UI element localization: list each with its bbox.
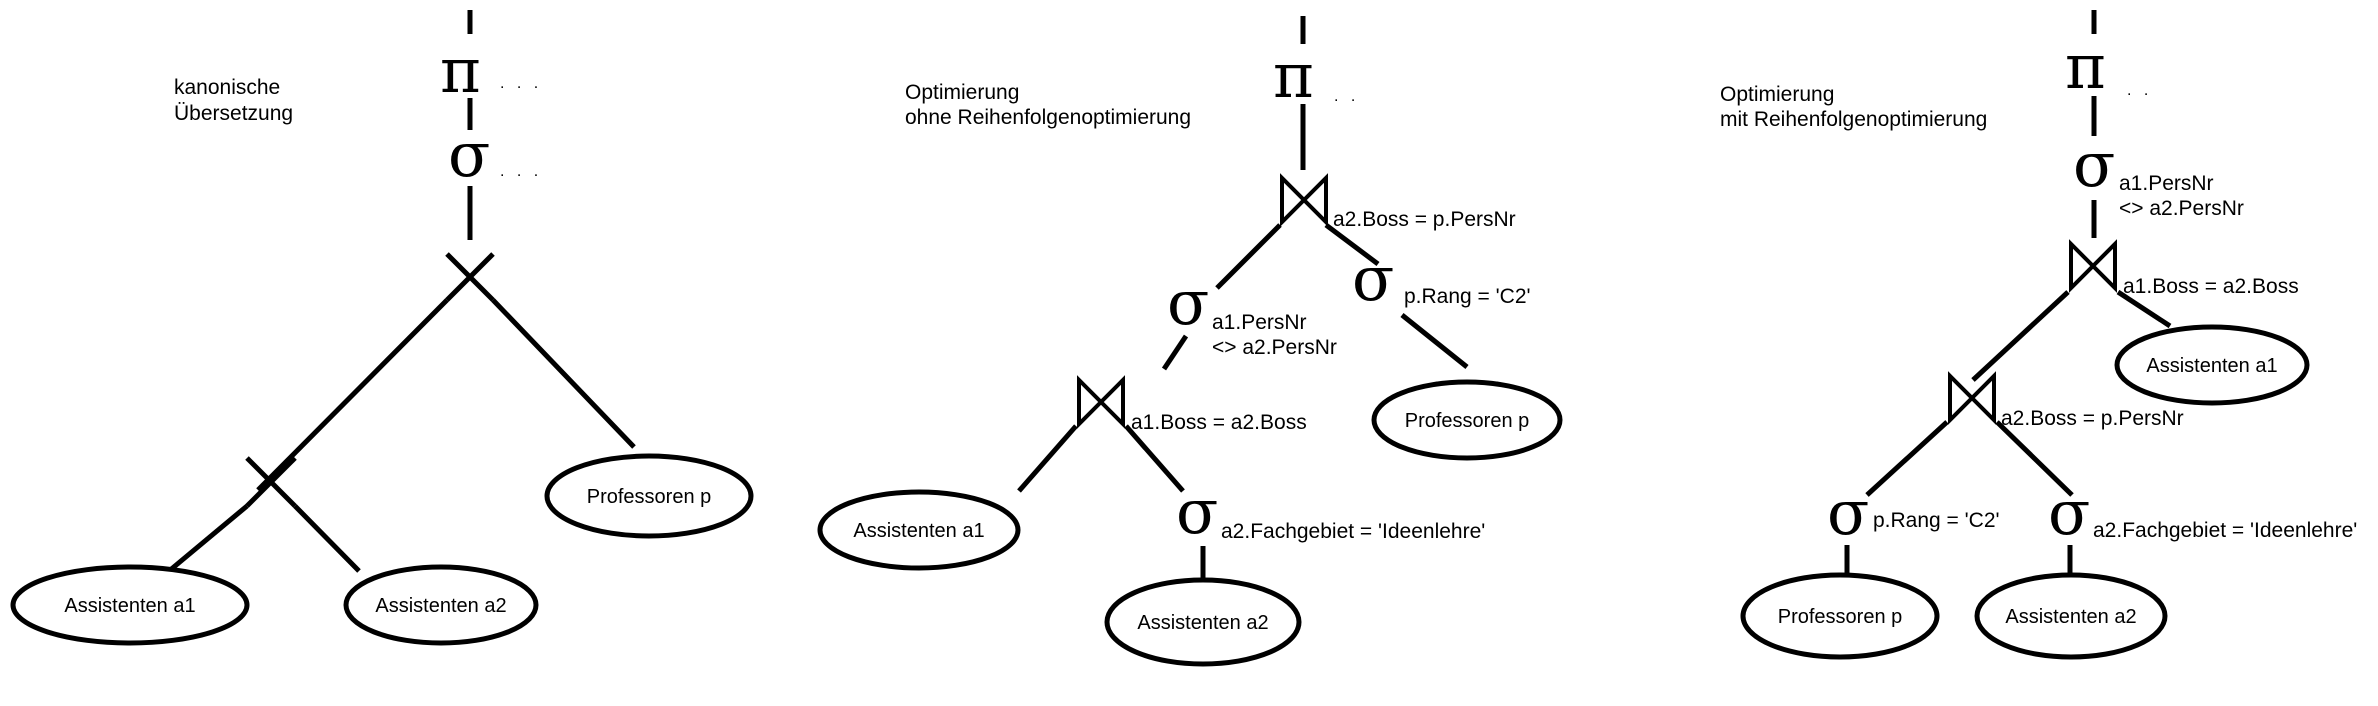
tree2-select-rang-condition: p.Rang = 'C2' — [1404, 285, 1531, 308]
tree3-select-pers-symbol: σ — [2073, 128, 2115, 201]
svg-text:Assistenten a1: Assistenten a1 — [853, 520, 984, 542]
tree3-projection-dots: . . — [2127, 82, 2152, 99]
tree2-select-pers-condition-2: <> a2.PersNr — [1212, 336, 1337, 359]
tree3-relation-a2: Assistenten a2 — [1974, 572, 2168, 660]
tree2-join-top-condition: a2.Boss = p.PersNr — [1333, 208, 1516, 231]
tree-canonical: kanonische Übersetzung π . . . σ . . . — [10, 10, 754, 646]
tree2-projection: π . . — [1273, 39, 1359, 112]
tree2-relation-a2: Assistenten a2 — [1104, 577, 1302, 667]
tree3-projection: π . . — [2065, 30, 2152, 103]
tree1-edge-cross-a1 — [167, 504, 249, 573]
tree3-join-top-condition: a1.Boss = a2.Boss — [2123, 275, 2299, 298]
svg-text:Assistenten a2: Assistenten a2 — [1137, 612, 1268, 634]
svg-text:Professoren p: Professoren p — [587, 486, 712, 508]
tree1-cross-top — [445, 252, 495, 302]
tree2-select-pers: σ a1.PersNr <> a2.PersNr — [1167, 266, 1337, 359]
tree2-select-rang: σ p.Rang = 'C2' — [1352, 242, 1531, 315]
tree3-edge-join-selfach — [1995, 420, 2074, 497]
tree1-projection-symbol: π — [440, 34, 481, 107]
tree2-join-bottom: a1.Boss = a2.Boss — [1077, 375, 1307, 434]
tree1-relation-p: Professoren p — [544, 453, 754, 539]
tree3-select-fach: σ a2.Fachgebiet = 'Ideenlehre' — [2048, 476, 2357, 549]
tree1-projection-dots: . . . — [500, 75, 542, 92]
tree3-select-pers-condition-1: a1.PersNr — [2119, 172, 2214, 195]
tree1-relation-a1: Assistenten a1 — [10, 564, 250, 646]
tree3-select-rang: σ p.Rang = 'C2' — [1827, 476, 2000, 549]
tree3-join-bottom-condition: a2.Boss = p.PersNr — [2001, 407, 2184, 430]
svg-text:Professoren p: Professoren p — [1405, 410, 1530, 432]
tree3-edge-join-selrang — [1865, 420, 1949, 497]
tree2-select-rang-symbol: σ — [1352, 242, 1394, 315]
svg-text:Assistenten a2: Assistenten a2 — [375, 595, 506, 617]
tree2-projection-dots: . . — [1334, 88, 1359, 105]
svg-text:Assistenten a1: Assistenten a1 — [2146, 355, 2277, 377]
tree2-select-fach: σ a2.Fachgebiet = 'Ideenlehre' — [1176, 475, 1485, 548]
tree2-projection-symbol: π — [1273, 39, 1314, 112]
tree3-select-rang-symbol: σ — [1827, 476, 1869, 549]
tree2-join-bottom-condition: a1.Boss = a2.Boss — [1131, 411, 1307, 434]
tree2-relation-p: Professoren p — [1371, 379, 1563, 461]
tree3-select-pers: σ a1.PersNr <> a2.PersNr — [2073, 128, 2244, 220]
tree3-relation-p: Professoren p — [1740, 572, 1940, 660]
tree3-caption-line2: mit Reihenfolgenoptimierung — [1720, 108, 1987, 131]
tree1-edge-cross-prof — [491, 298, 636, 449]
tree2-join-top: a2.Boss = p.PersNr — [1280, 173, 1516, 231]
tree2-relation-a1: Assistenten a1 — [817, 489, 1021, 571]
tree3-join-bottom: a2.Boss = p.PersNr — [1948, 371, 2184, 430]
tree2-edge-selrang-prof — [1400, 313, 1469, 369]
tree1-cross-bottom — [245, 456, 297, 508]
tree2-edge-join-selfach — [1124, 424, 1185, 493]
tree2-caption-line1: Optimierung — [905, 81, 1019, 104]
tree3-relation-a1: Assistenten a1 — [2114, 324, 2310, 406]
tree3-caption-line1: Optimierung — [1720, 83, 1834, 106]
tree2-edge-join-a1 — [1017, 424, 1078, 493]
tree3-select-fach-condition: a2.Fachgebiet = 'Ideenlehre' — [2093, 519, 2357, 542]
tree2-select-pers-condition-1: a1.PersNr — [1212, 311, 1307, 334]
tree2-edge-join-selrang — [1324, 223, 1380, 266]
tree1-caption-line1: kanonische — [174, 76, 280, 99]
tree3-select-rang-condition: p.Rang = 'C2' — [1873, 509, 2000, 532]
tree2-edge-selpers-join — [1161, 334, 1189, 371]
tree1-caption-line2: Übersetzung — [174, 102, 293, 125]
tree2-select-fach-symbol: σ — [1176, 475, 1218, 548]
tree1-edge-cross-a2 — [293, 504, 361, 573]
tree-optimized-reorder: Optimierung mit Reihenfolgenoptimierung … — [1720, 10, 2357, 660]
tree1-selection-symbol: σ — [448, 118, 490, 191]
tree3-edge-join-a1 — [2116, 289, 2172, 329]
svg-text:Assistenten a1: Assistenten a1 — [64, 595, 195, 617]
tree1-projection: π . . . — [440, 34, 542, 107]
tree3-projection-symbol: π — [2065, 30, 2106, 103]
tree1-relation-a2: Assistenten a2 — [343, 564, 539, 646]
tree2-select-fach-condition: a2.Fachgebiet = 'Ideenlehre' — [1221, 520, 1485, 543]
tree1-selection-dots: . . . — [500, 163, 542, 180]
tree-optimized-no-reorder: Optimierung ohne Reihenfolgenoptimierung… — [817, 16, 1563, 667]
tree3-join-top: a1.Boss = a2.Boss — [2069, 239, 2299, 298]
tree3-select-pers-condition-2: <> a2.PersNr — [2119, 197, 2244, 220]
tree3-edge-join-join — [1971, 290, 2070, 382]
tree1-selection: σ . . . — [448, 118, 542, 191]
tree1-edge-cross-cross — [256, 298, 449, 492]
tree3-select-fach-symbol: σ — [2048, 476, 2090, 549]
tree2-edge-join-selpers — [1215, 223, 1282, 290]
tree2-caption-line2: ohne Reihenfolgenoptimierung — [905, 106, 1191, 129]
tree2-select-pers-symbol: σ — [1167, 266, 1209, 339]
svg-text:Assistenten a2: Assistenten a2 — [2005, 606, 2136, 628]
svg-text:Professoren p: Professoren p — [1778, 606, 1903, 628]
